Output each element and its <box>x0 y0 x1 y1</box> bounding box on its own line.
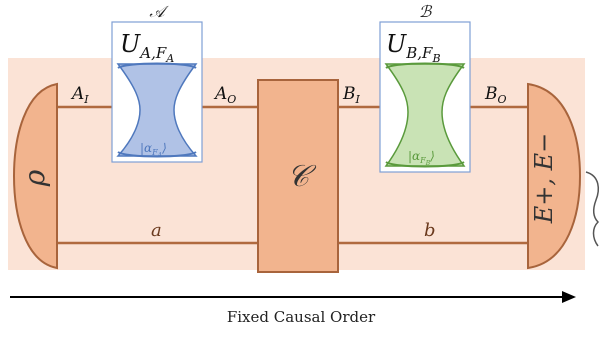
measurement-label: E+, E− <box>530 133 558 225</box>
caption: Fixed Causal Order <box>226 308 376 326</box>
measurement-shape <box>527 82 582 270</box>
wire-label-a-in: AI <box>70 84 89 106</box>
wire-label-ancilla-b: b <box>424 220 436 241</box>
wire-label-b-out: BO <box>484 84 507 106</box>
party-b-mirror-bottom <box>385 161 465 168</box>
party-b-mirror-top <box>385 62 465 69</box>
source-shape <box>12 82 58 270</box>
wire-label-ancilla-a: a <box>151 220 162 241</box>
source-label: ρ <box>18 169 51 187</box>
channel-box <box>257 79 339 273</box>
party-a-mirror-top <box>117 62 197 69</box>
party-b-cavity <box>384 63 466 167</box>
party-a-mirror-bottom <box>117 151 197 158</box>
party-a-name: 𝒜 <box>149 2 169 21</box>
party-a-unitary: UA,FA <box>120 30 174 65</box>
party-b-state: |αFB⟩ <box>408 149 435 167</box>
party-b-unitary: UB,FB <box>386 30 441 65</box>
party-b-name: ℬ <box>419 2 433 21</box>
brace-icon <box>585 171 600 247</box>
causal-arrow-head <box>562 291 576 303</box>
wire-label-a-out: AO <box>213 84 236 106</box>
party-a-cavity <box>116 63 198 157</box>
wire-label-b-in: BI <box>342 84 361 106</box>
party-a-state: |αFA⟩ <box>140 141 167 159</box>
